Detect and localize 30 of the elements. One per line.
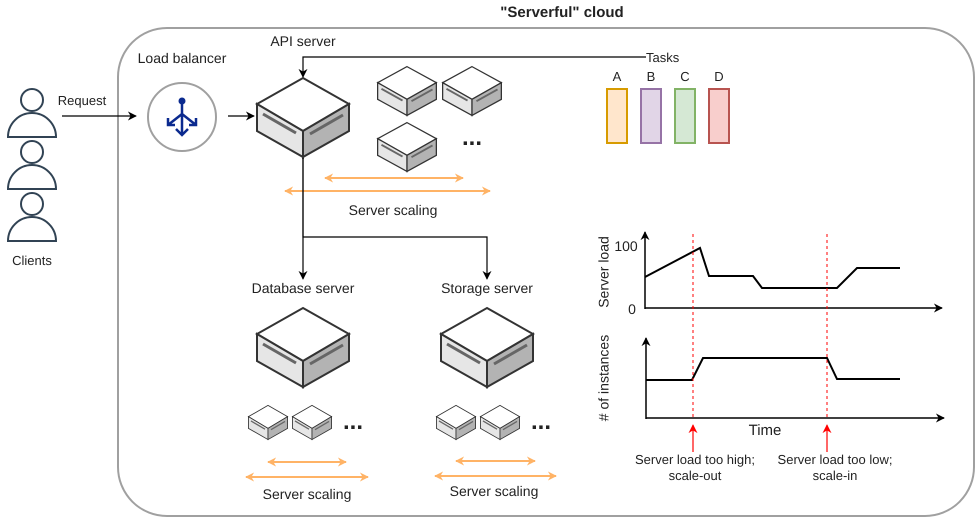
bar-letter: D <box>714 68 724 85</box>
text-label: 0 <box>628 301 636 318</box>
ellipsis-text: ... <box>343 410 363 434</box>
arrow <box>688 424 698 452</box>
clients-text: Clients <box>12 252 52 269</box>
node-heading: Load balancer <box>138 50 226 67</box>
arrow <box>822 424 832 452</box>
cloud-title: "Serverful" cloud <box>500 4 624 21</box>
bar-letter: C <box>680 68 690 85</box>
axis-title: # of instances <box>596 334 612 422</box>
text-label: Server scaling <box>262 486 352 503</box>
text-label: Time <box>748 422 782 439</box>
bar-letter: A <box>612 68 622 85</box>
arrow <box>298 56 646 78</box>
annotation-text: Server load too low; scale-in <box>776 452 894 484</box>
bar-letter: B <box>646 68 656 85</box>
annotation-text: Server load too high; scale-out <box>634 452 756 484</box>
arrow <box>302 158 492 280</box>
ellipsis-text: ... <box>531 410 551 434</box>
text-label: 100 <box>614 238 638 255</box>
tasks-text: Tasks <box>646 49 680 66</box>
text-label: Server scaling <box>450 483 538 500</box>
node-heading: API server <box>270 33 336 50</box>
arrow <box>228 112 255 120</box>
arrow <box>62 112 137 120</box>
text-label: Server scaling <box>348 202 438 219</box>
ellipsis-text: ... <box>462 126 482 150</box>
axis-title: Server load <box>596 236 612 308</box>
node-heading: Storage server <box>441 280 533 297</box>
node-heading: Database server <box>252 280 354 297</box>
